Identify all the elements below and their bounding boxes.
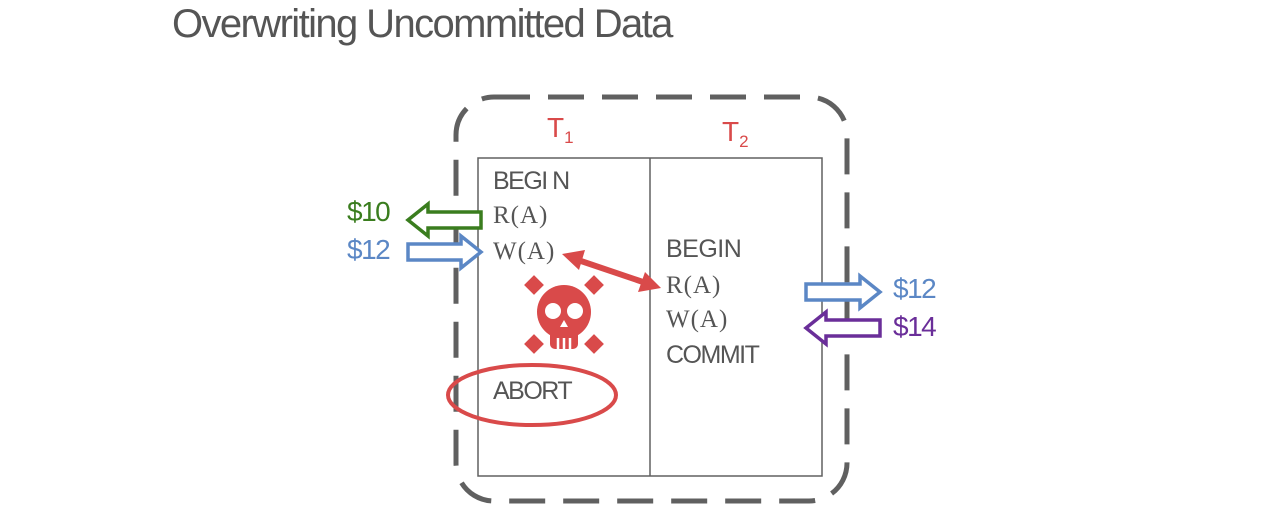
t2-header: T2: [722, 116, 749, 151]
blue-right-arrow-icon: [804, 272, 883, 312]
database-boundary: [453, 94, 850, 504]
t1-write-a: W(A): [493, 238, 556, 265]
t2-begin: BEGIN: [666, 235, 742, 263]
green-left-arrow-icon: [405, 200, 483, 240]
skull-crossbones-icon: [524, 275, 604, 354]
t1-abort: ABORT: [493, 377, 573, 405]
ellipse-highlight-icon: [446, 363, 618, 427]
page-title: Overwriting Uncommitted Data: [172, 2, 673, 46]
t1-header: T1: [547, 112, 574, 147]
t2-write-a: W(A): [666, 306, 729, 333]
t1-read-value: $10: [347, 196, 391, 227]
double-headed-arrow-icon: [562, 250, 661, 292]
t2-commit: COMMIT: [666, 341, 760, 369]
t1-write-value: $12: [347, 234, 391, 265]
t1-read-a: R(A): [493, 202, 549, 229]
t2-write-value: $14: [893, 311, 937, 342]
purple-left-arrow-icon: [803, 308, 882, 348]
t1-begin: BEGI N: [493, 167, 570, 195]
t2-read-value: $12: [893, 273, 937, 304]
blue-right-arrow-icon: [406, 232, 484, 272]
t2-read-a: R(A): [666, 272, 722, 299]
